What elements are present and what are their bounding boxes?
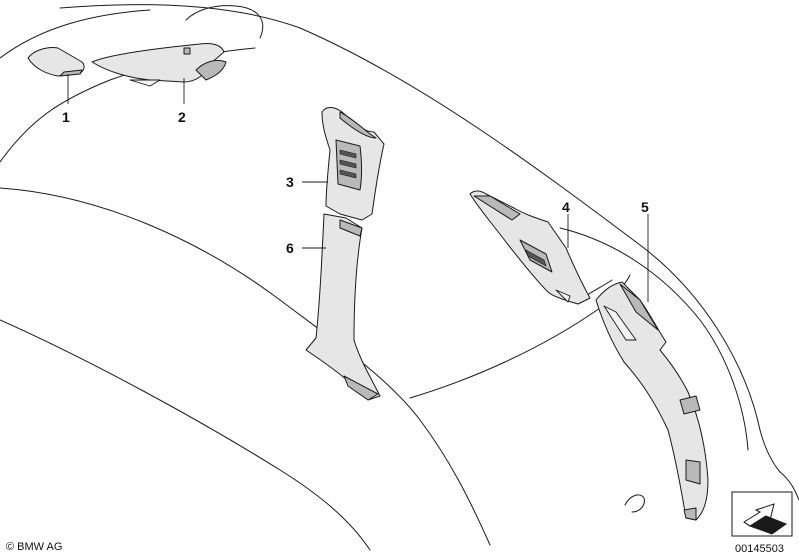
part-3-pillar-upper[interactable] (321, 107, 385, 221)
part-4-pillar-trim[interactable] (469, 190, 591, 305)
callout-5: 5 (641, 199, 649, 215)
arrow-icon[interactable] (731, 491, 793, 537)
callout-4: 4 (562, 199, 570, 215)
part-6-pillar-lower[interactable] (305, 213, 381, 401)
callout-3: 3 (286, 174, 294, 190)
part-1-cover[interactable] (27, 47, 85, 77)
part-2-trim[interactable] (91, 43, 227, 87)
callout-2: 2 (178, 109, 186, 125)
copyright-text: © BMW AG (6, 541, 62, 553)
diagram-number: 00145503 (735, 543, 784, 555)
leader-lines (67, 74, 649, 302)
callout-6: 6 (286, 240, 294, 256)
part-5-rear-trim[interactable] (595, 281, 709, 521)
callout-1: 1 (62, 109, 70, 125)
